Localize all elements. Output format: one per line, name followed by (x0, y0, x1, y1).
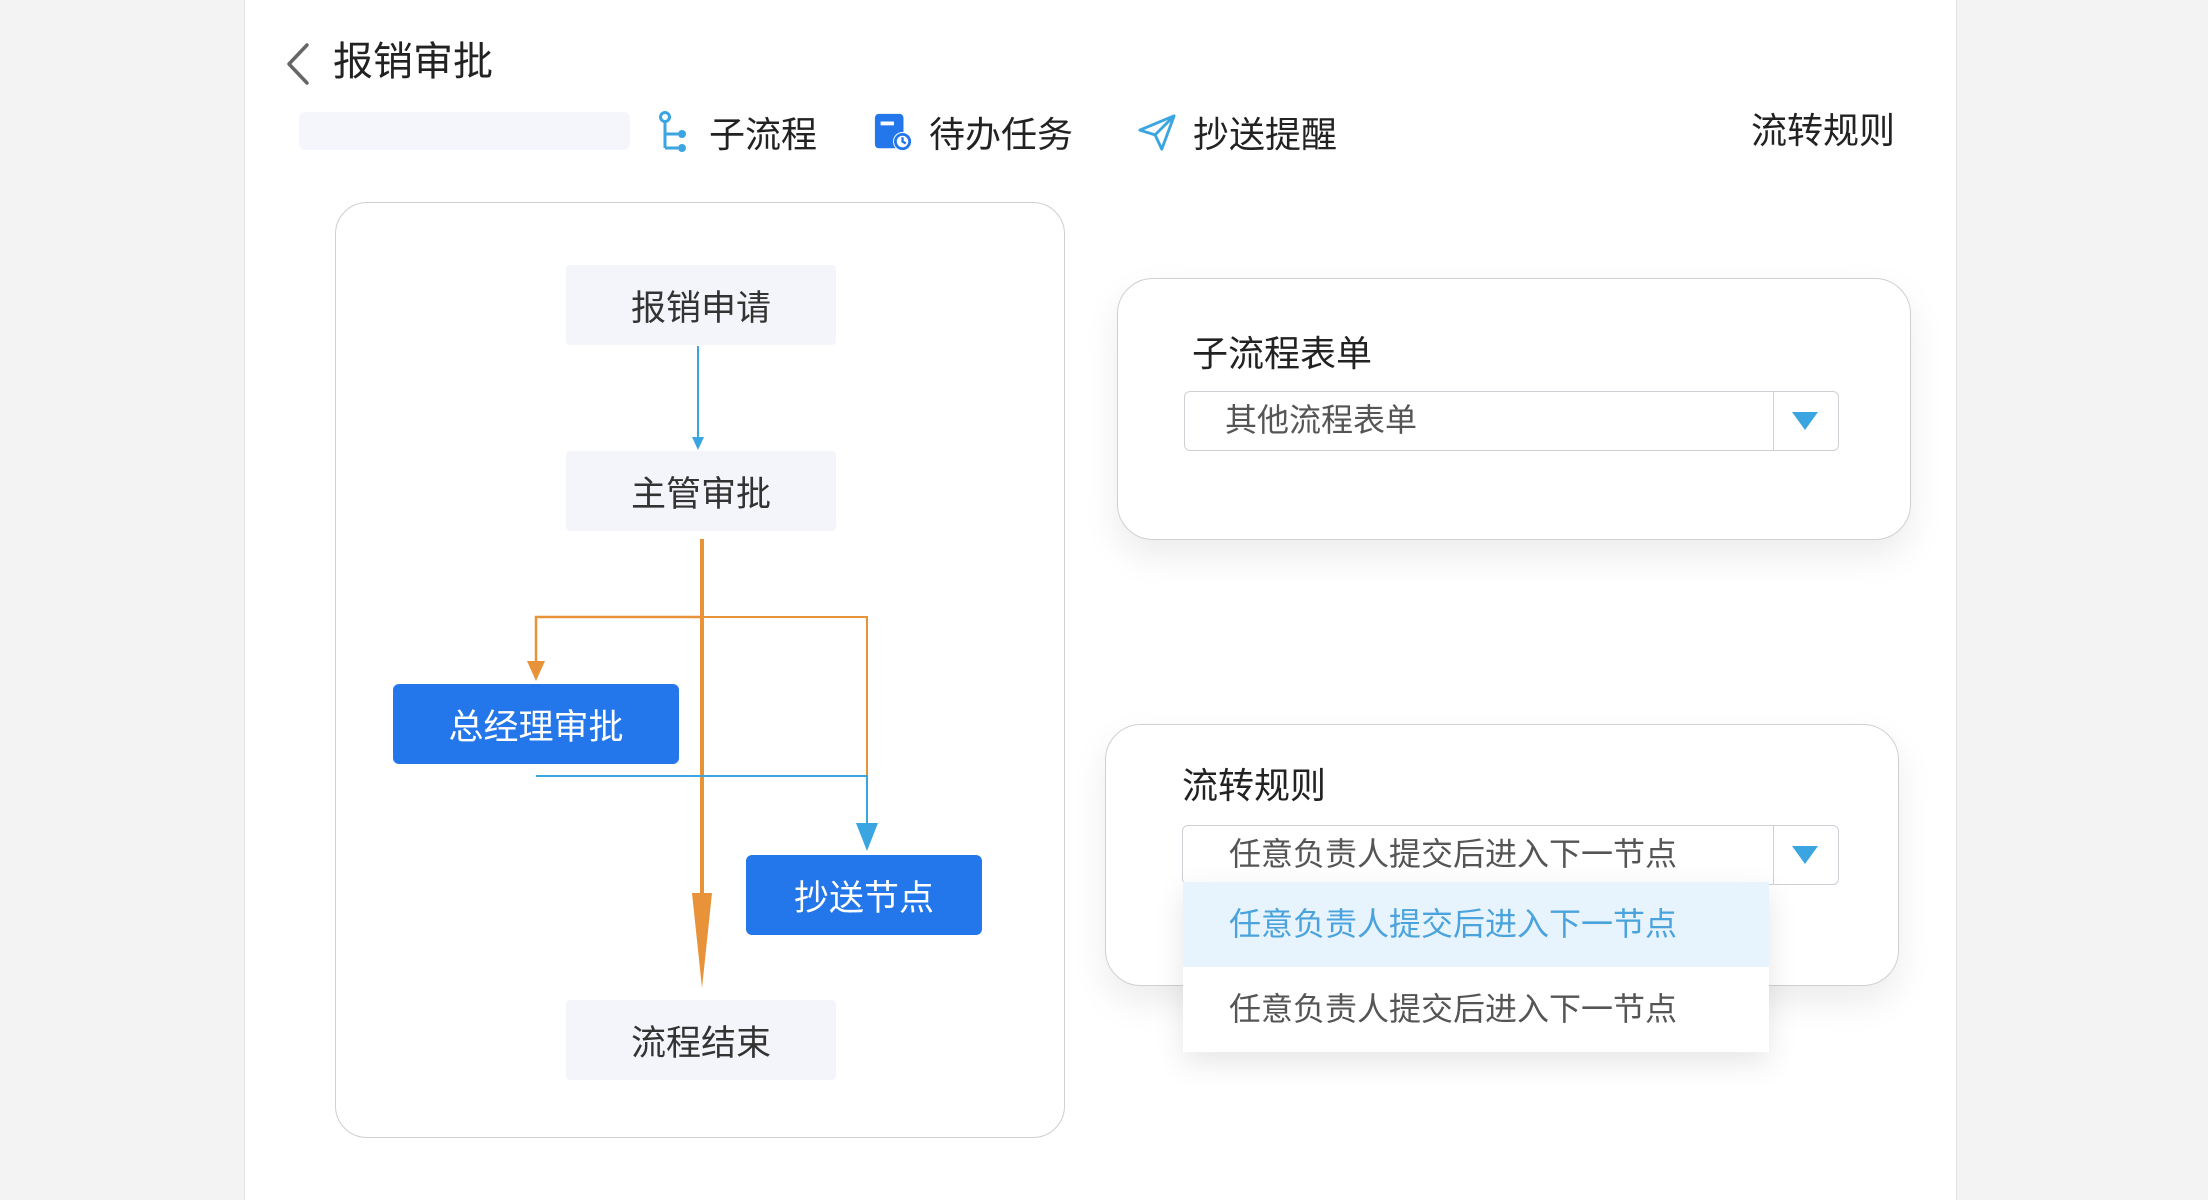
search-bar[interactable] (299, 112, 630, 150)
flow-node-general-manager[interactable]: 总经理审批 (393, 684, 679, 764)
select-divider (1772, 826, 1774, 884)
dropdown-option-1[interactable]: 任意负责人提交后进入下一节点 (1183, 882, 1769, 967)
select-divider (1772, 392, 1774, 450)
connector-supervisor-branch (534, 615, 702, 665)
chevron-left-icon (287, 43, 309, 85)
caret-down-icon (1792, 412, 1818, 430)
arrowhead-cc (856, 823, 878, 851)
send-icon (1138, 114, 1176, 151)
connector-supervisor-to-cc (702, 616, 868, 823)
arrowhead-gm (527, 661, 545, 681)
flow-connectors (527, 346, 878, 988)
caret-down-icon (1792, 846, 1818, 864)
subflow-form-title: 子流程表单 (1192, 334, 1373, 375)
flow-node-cc[interactable]: 抄送节点 (746, 855, 982, 935)
toolbar-tasks-label: 待办任务 (929, 115, 1074, 156)
transfer-rules-dropdown: 任意负责人提交后进入下一节点 任意负责人提交后进入下一节点 (1183, 882, 1769, 1052)
connector-gm-to-cc (536, 775, 868, 829)
toolbar-cc-label: 抄送提醒 (1193, 115, 1338, 156)
flow-diagram-card: 报销申请 主管审批 总经理审批 抄送节点 流程结束 (335, 202, 1065, 1138)
flow-node-supervisor[interactable]: 主管审批 (566, 451, 836, 531)
transfer-rules-link[interactable]: 流转规则 (1751, 111, 1896, 152)
subflow-form-select[interactable]: 其他流程表单 (1184, 391, 1839, 451)
toolbar-subflow[interactable]: 子流程 (653, 108, 817, 156)
toolbar-cc[interactable]: 抄送提醒 (1137, 108, 1337, 156)
flow-node-end[interactable]: 流程结束 (566, 1000, 836, 1080)
toolbar-tasks[interactable]: 待办任务 (873, 108, 1073, 156)
transfer-rules-value: 任意负责人提交后进入下一节点 (1229, 835, 1678, 873)
toolbar-subflow-label: 子流程 (709, 115, 818, 156)
subflow-icon (659, 111, 686, 152)
subflow-form-card: 子流程表单 其他流程表单 (1117, 278, 1911, 540)
subflow-form-value: 其他流程表单 (1225, 401, 1418, 439)
main-panel: 报销审批 子流程 待办任务 (244, 0, 1957, 1200)
page-title: 报销审批 (333, 39, 493, 85)
task-icon (874, 113, 913, 152)
arrowhead-end (692, 893, 712, 988)
transfer-rules-select[interactable]: 任意负责人提交后进入下一节点 (1182, 825, 1839, 885)
dropdown-option-2[interactable]: 任意负责人提交后进入下一节点 (1229, 990, 1678, 1028)
back-button[interactable] (281, 40, 315, 88)
arrowhead-supervisor (692, 437, 704, 450)
transfer-rules-title: 流转规则 (1182, 766, 1327, 807)
flow-node-apply[interactable]: 报销申请 (566, 265, 836, 345)
